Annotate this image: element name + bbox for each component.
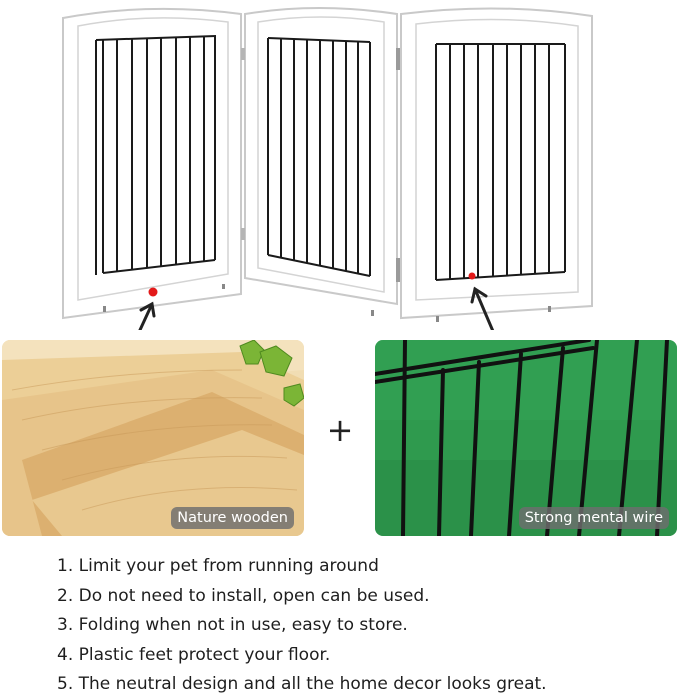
wood-caption: Nature wooden	[171, 507, 294, 529]
ivy-leaf-decoration	[239, 340, 304, 407]
wire-material-photo: Strong mental wire	[375, 340, 677, 536]
feature-item: 2. Do not need to install, open can be u…	[57, 585, 430, 606]
gate-panel-middle	[241, 7, 401, 316]
feature-item: 4. Plastic feet protect your floor.	[57, 644, 331, 665]
material-marker-wood	[148, 287, 158, 297]
wire-caption: Strong mental wire	[518, 507, 669, 529]
wood-material-photo: Nature wooden	[2, 340, 304, 536]
gate-panel-left	[62, 7, 242, 320]
arrow-to-wire	[470, 286, 495, 330]
material-marker-wire	[468, 272, 476, 280]
arrow-to-wood	[138, 301, 156, 330]
gate-panel-right	[400, 7, 593, 322]
feature-item: 3. Folding when not in use, easy to stor…	[57, 615, 408, 635]
plus-sign: +	[326, 411, 354, 449]
pet-gate-illustration	[62, 7, 593, 330]
feature-item: 1. Limit your pet from running around	[57, 556, 379, 576]
feature-list: 1. Limit your pet from running around 2.…	[57, 552, 547, 700]
feature-item: 5. The neutral design and all the home d…	[57, 674, 547, 694]
